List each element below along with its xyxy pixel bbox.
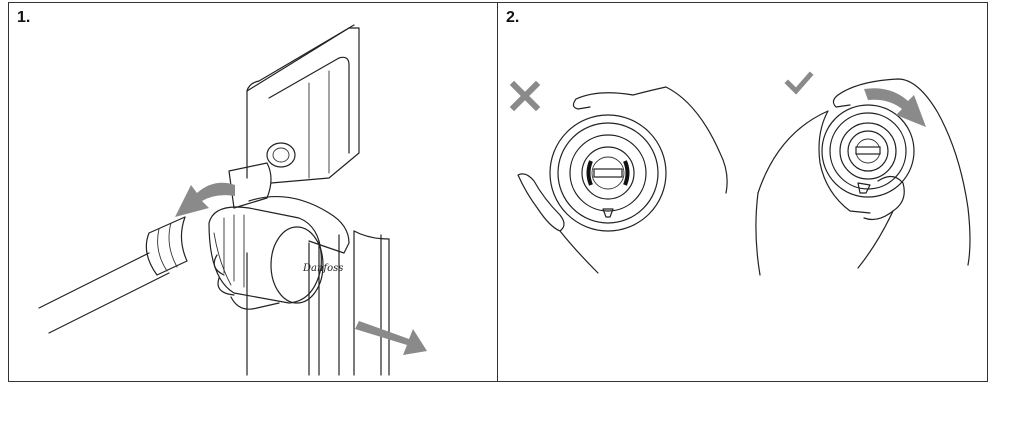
- right-grip-illustration: [755, 78, 971, 276]
- wrong-grip-illustration: [517, 86, 728, 274]
- radiator: [246, 24, 390, 376]
- valve-nut: [228, 142, 296, 209]
- step-2-panel: 2.: [498, 3, 987, 381]
- rotate-arrow-icon: [864, 88, 926, 127]
- svg-text:Danfoss: Danfoss: [302, 263, 343, 274]
- pipe: [38, 216, 188, 334]
- step-2-illustration: [509, 71, 971, 276]
- step-2-number: 2.: [506, 9, 520, 26]
- step-1-number: 1.: [17, 9, 31, 26]
- pull-arrow-icon: [355, 321, 427, 355]
- rotate-arrow-icon: [175, 182, 235, 217]
- instruction-frame: 1.: [8, 2, 988, 382]
- step-1-panel: 1.: [9, 3, 498, 381]
- hand: [213, 196, 350, 310]
- step-1-illustration: Danfoss: [38, 24, 427, 376]
- check-mark-icon: [784, 71, 814, 95]
- cross-mark-icon: [509, 80, 541, 112]
- thermostat-head: Danfoss: [208, 206, 343, 304]
